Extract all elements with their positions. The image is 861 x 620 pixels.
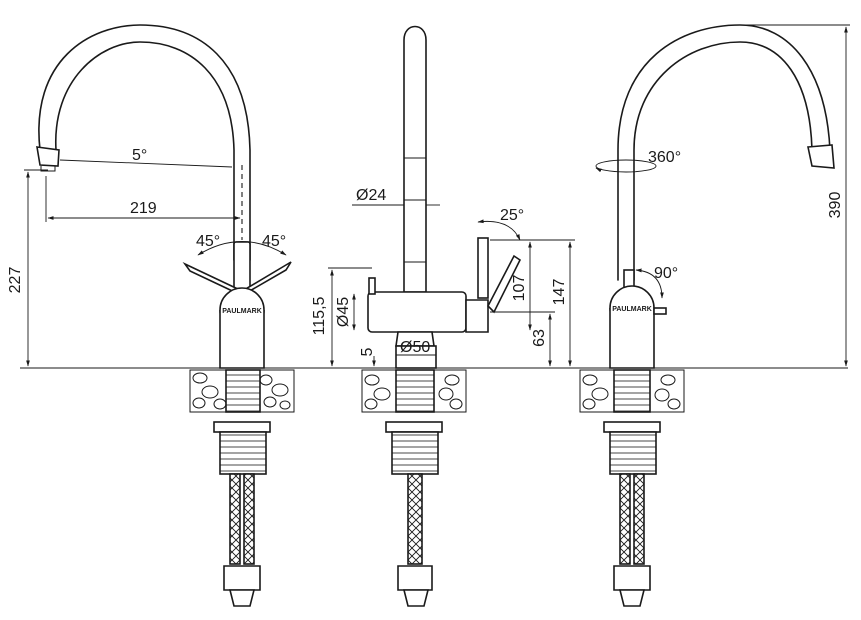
side-overall-height: 147: [551, 279, 568, 306]
side-lever-base: 63: [531, 329, 548, 347]
side-body-diameter: Ø45: [335, 297, 352, 327]
left-reach-label: 219: [130, 200, 157, 217]
side-spout: [403, 25, 427, 293]
side-lever-top: 107: [511, 275, 528, 302]
left-brand-text: PAULMARK: [222, 308, 262, 315]
right-view: 360° PAULMARK 90° 390: [579, 24, 850, 607]
left-spout-angle: 5°: [132, 147, 147, 164]
side-base-diameter: Ø50: [400, 339, 430, 356]
left-lever-angle-right: 45°: [262, 233, 286, 250]
left-height-label: 227: [7, 267, 24, 294]
side-body-height: 115,5: [311, 296, 328, 335]
side-spout-diameter: Ø24: [356, 187, 386, 204]
right-counter-pebbles: [582, 374, 681, 410]
right-overall-height: 390: [827, 192, 844, 219]
right-spout: [617, 24, 831, 281]
right-lever-rotation: 90°: [654, 265, 678, 282]
left-spout: [38, 24, 251, 261]
right-swivel-angle: 360°: [648, 149, 681, 166]
side-counter-pebbles: [364, 374, 463, 410]
left-lever-angle-left: 45°: [196, 233, 220, 250]
side-lever-tilt: 25°: [500, 207, 524, 224]
side-view: Ø24 25° 115,5 Ø45 5 Ø50 107 63 147: [311, 25, 575, 607]
side-base-gap: 5: [359, 347, 376, 356]
right-brand-text: PAULMARK: [612, 306, 652, 313]
left-view: PAULMARK 5° 219 45° 45° 227: [7, 24, 295, 607]
left-counter-pebbles: [192, 372, 291, 410]
